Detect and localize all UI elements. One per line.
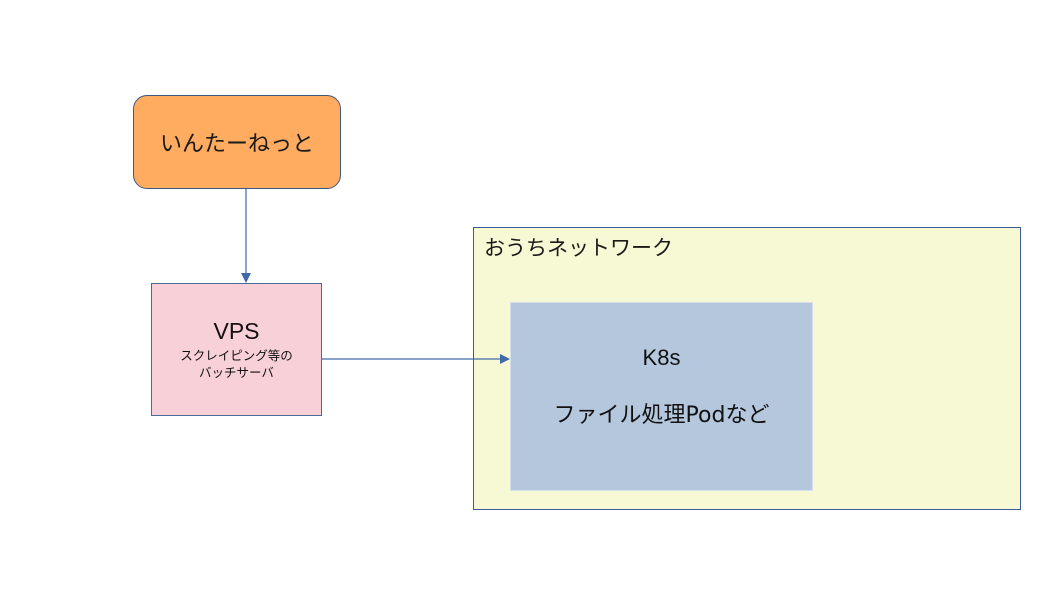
- vps-title: VPS: [213, 318, 260, 344]
- k8s-title: K8s: [642, 345, 681, 370]
- k8s-node: K8s ファイル処理Podなど: [510, 302, 813, 491]
- vps-node: VPS スクレイピング等の バッチサーバ: [151, 283, 322, 416]
- vps-subtitle-line2: バッチサーバ: [199, 365, 274, 380]
- home-network-label: おうちネットワーク: [484, 236, 673, 260]
- internet-node: いんたーねっと: [133, 95, 341, 189]
- vps-subtitle: スクレイピング等の バッチサーバ: [152, 347, 321, 381]
- k8s-subtitle: ファイル処理Podなど: [553, 403, 770, 428]
- internet-label: いんたーねっと: [159, 132, 314, 157]
- vps-subtitle-line1: スクレイピング等の: [180, 348, 293, 363]
